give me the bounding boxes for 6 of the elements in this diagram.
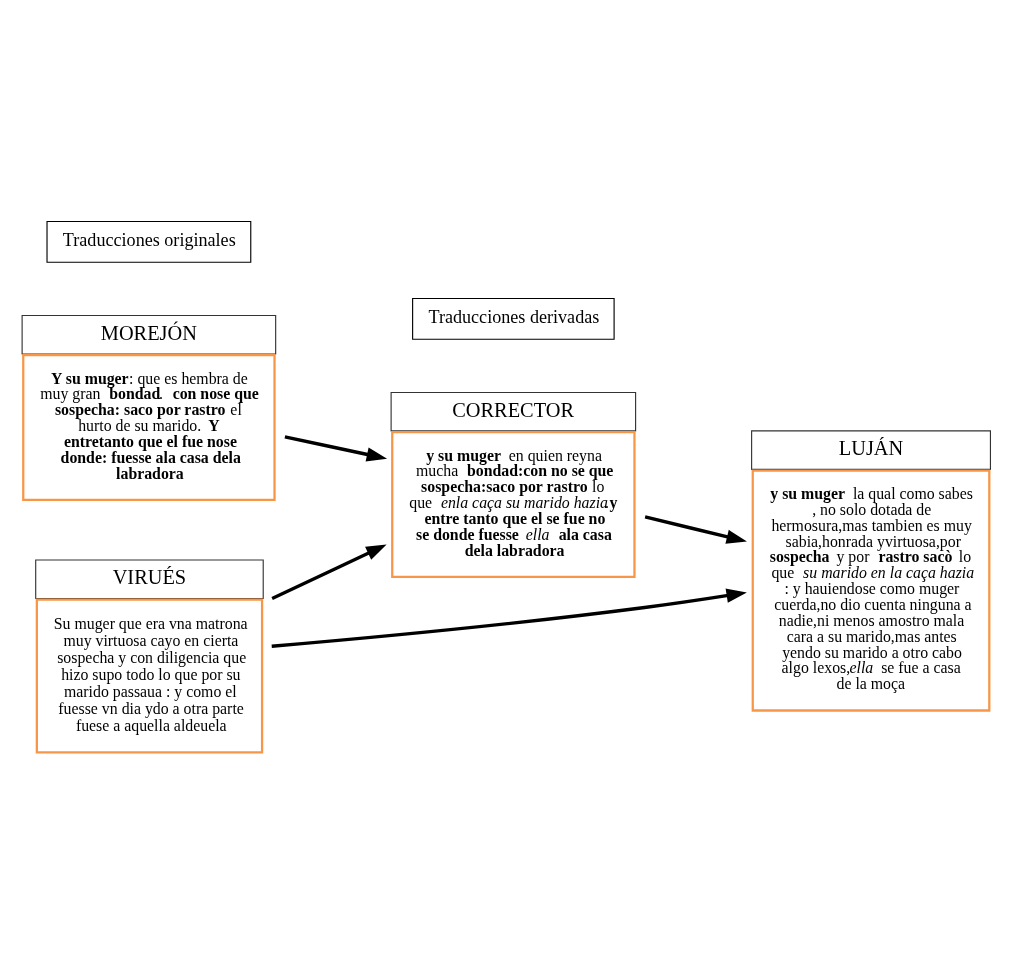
arrow bbox=[271, 588, 747, 648]
arrow bbox=[284, 435, 388, 462]
arrow bbox=[644, 515, 747, 544]
arrow bbox=[271, 544, 387, 601]
node-box: Traducciones originales bbox=[46, 220, 252, 263]
node-box: Traducciones derivadas bbox=[412, 297, 615, 340]
